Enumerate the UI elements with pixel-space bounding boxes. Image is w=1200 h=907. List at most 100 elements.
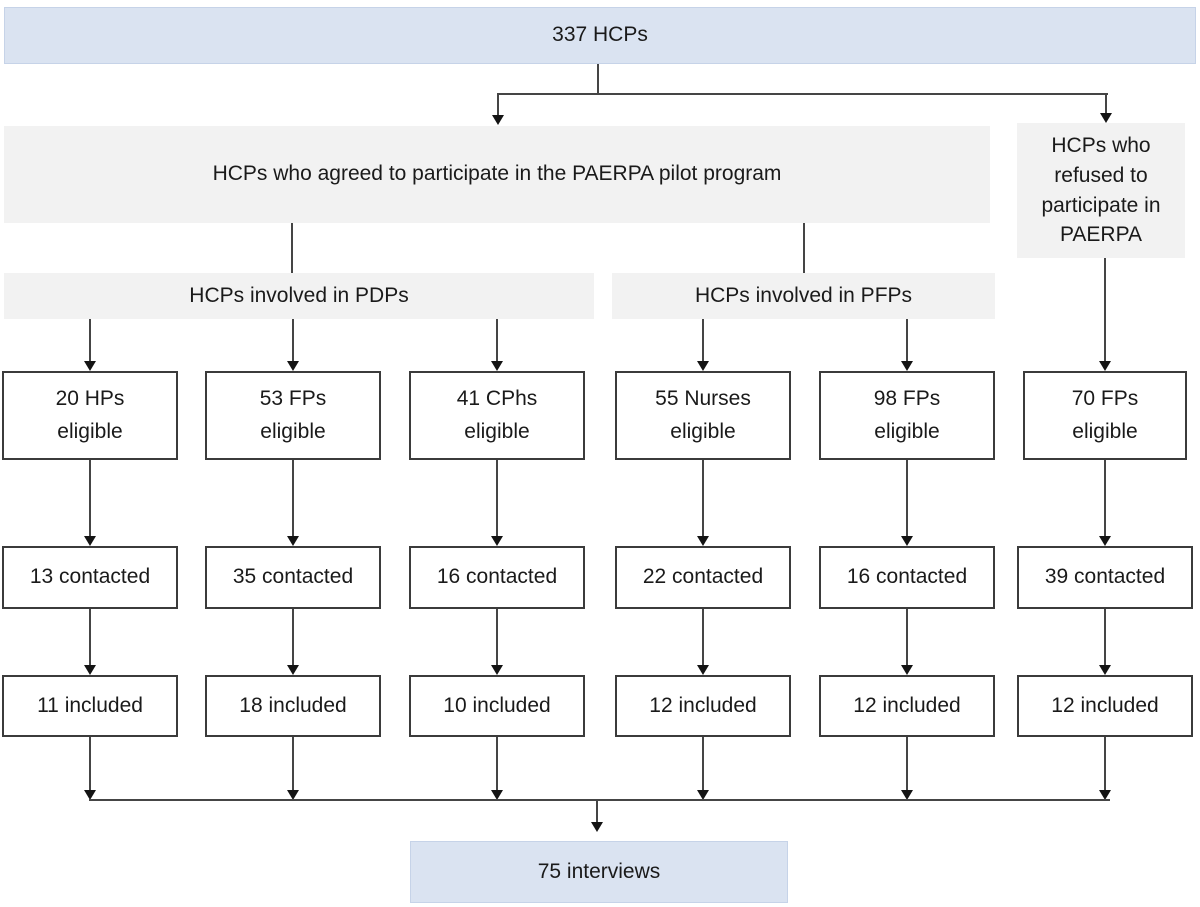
connector-line xyxy=(292,319,294,362)
arrowhead-icon xyxy=(287,665,299,675)
interviews-label: 75 interviews xyxy=(537,859,661,883)
arrowhead-icon xyxy=(901,790,913,800)
eligible-word: eligible xyxy=(57,420,123,443)
included-label: 12 included xyxy=(649,693,757,717)
eligible-box-1: 20 HPs eligible xyxy=(2,371,178,460)
included-label: 12 included xyxy=(1051,693,1159,717)
connector-line xyxy=(292,460,294,537)
included-label: 18 included xyxy=(239,693,347,717)
included-box-3: 10 included xyxy=(409,675,585,737)
arrowhead-icon xyxy=(697,361,709,371)
arrowhead-icon xyxy=(492,115,504,125)
connector-line xyxy=(596,800,598,823)
connector-line xyxy=(1104,460,1106,537)
eligible-word: eligible xyxy=(1072,420,1138,443)
contacted-box-2: 35 contacted xyxy=(205,546,381,609)
arrowhead-icon xyxy=(84,790,96,800)
connector-line xyxy=(803,223,805,273)
eligible-count: 41 CPhs xyxy=(456,386,538,410)
connector-line xyxy=(89,609,91,666)
contacted-label: 13 contacted xyxy=(29,565,151,589)
connector-line xyxy=(702,460,704,537)
arrowhead-icon xyxy=(1099,790,1111,800)
eligible-count: 20 HPs xyxy=(55,386,125,410)
refused-box: HCPs who refused to participate in PAERP… xyxy=(1017,123,1185,258)
contacted-box-6: 39 contacted xyxy=(1017,546,1193,609)
arrowhead-icon xyxy=(287,790,299,800)
eligible-count: 70 FPs xyxy=(1071,386,1139,410)
arrowhead-icon xyxy=(901,536,913,546)
arrowhead-icon xyxy=(901,665,913,675)
contacted-box-1: 13 contacted xyxy=(2,546,178,609)
contacted-box-5: 16 contacted xyxy=(819,546,995,609)
eligible-word: eligible xyxy=(670,420,736,443)
included-box-5: 12 included xyxy=(819,675,995,737)
contacted-label: 16 contacted xyxy=(436,565,558,589)
contacted-box-4: 22 contacted xyxy=(615,546,791,609)
connector-line xyxy=(497,93,499,116)
eligible-count: 53 FPs xyxy=(259,386,327,410)
arrowhead-icon xyxy=(1099,536,1111,546)
eligible-box-6: 70 FPs eligible xyxy=(1023,371,1187,460)
included-box-6: 12 included xyxy=(1017,675,1193,737)
connector-line xyxy=(1105,93,1107,114)
arrowhead-icon xyxy=(84,361,96,371)
connector-line xyxy=(497,93,1108,95)
pfp-band: HCPs involved in PFPs xyxy=(612,273,995,319)
eligible-box-3: 41 CPhs eligible xyxy=(409,371,585,460)
arrowhead-icon xyxy=(491,361,503,371)
arrowhead-icon xyxy=(1100,113,1112,123)
contacted-box-3: 16 contacted xyxy=(409,546,585,609)
included-box-2: 18 included xyxy=(205,675,381,737)
connector-line xyxy=(292,737,294,791)
connector-line xyxy=(496,319,498,362)
arrowhead-icon xyxy=(84,536,96,546)
total-hcps-label: 337 HCPs xyxy=(552,23,648,47)
eligible-word: eligible xyxy=(464,420,530,443)
contacted-label: 35 contacted xyxy=(232,565,354,589)
connector-line xyxy=(89,799,1110,801)
agreed-box: HCPs who agreed to participate in the PA… xyxy=(4,126,990,223)
connector-line xyxy=(597,64,599,94)
connector-line xyxy=(1104,258,1106,362)
arrowhead-icon xyxy=(491,665,503,675)
arrowhead-icon xyxy=(1099,665,1111,675)
connector-line xyxy=(702,737,704,791)
refused-label: HCPs who refused to participate in PAERP… xyxy=(1041,133,1161,247)
pdp-band: HCPs involved in PDPs xyxy=(4,273,594,319)
eligible-word: eligible xyxy=(260,420,326,443)
arrowhead-icon xyxy=(491,536,503,546)
eligible-count: 98 FPs xyxy=(873,386,941,410)
included-label: 11 included xyxy=(37,693,143,717)
connector-line xyxy=(292,609,294,666)
arrowhead-icon xyxy=(901,361,913,371)
arrowhead-icon xyxy=(287,361,299,371)
included-label: 12 included xyxy=(853,693,961,717)
eligible-box-5: 98 FPs eligible xyxy=(819,371,995,460)
eligible-box-4: 55 Nurses eligible xyxy=(615,371,791,460)
connector-line xyxy=(906,319,908,362)
arrowhead-icon xyxy=(287,536,299,546)
arrowhead-icon xyxy=(697,790,709,800)
connector-line xyxy=(906,460,908,537)
connector-line xyxy=(1104,737,1106,791)
connector-line xyxy=(89,319,91,362)
arrowhead-icon xyxy=(1099,361,1111,371)
connector-line xyxy=(89,737,91,791)
pdp-band-label: HCPs involved in PDPs xyxy=(189,283,409,307)
contacted-label: 39 contacted xyxy=(1044,565,1166,589)
connector-line xyxy=(496,737,498,791)
eligible-box-2: 53 FPs eligible xyxy=(205,371,381,460)
connector-line xyxy=(906,737,908,791)
connector-line xyxy=(702,609,704,666)
pfp-band-label: HCPs involved in PFPs xyxy=(694,283,913,307)
contacted-label: 22 contacted xyxy=(642,565,764,589)
connector-line xyxy=(906,609,908,666)
arrowhead-icon xyxy=(491,790,503,800)
interviews-box: 75 interviews xyxy=(410,841,788,903)
agreed-label: HCPs who agreed to participate in the PA… xyxy=(212,162,782,186)
connector-line xyxy=(496,609,498,666)
arrowhead-icon xyxy=(84,665,96,675)
contacted-label: 16 contacted xyxy=(846,565,968,589)
